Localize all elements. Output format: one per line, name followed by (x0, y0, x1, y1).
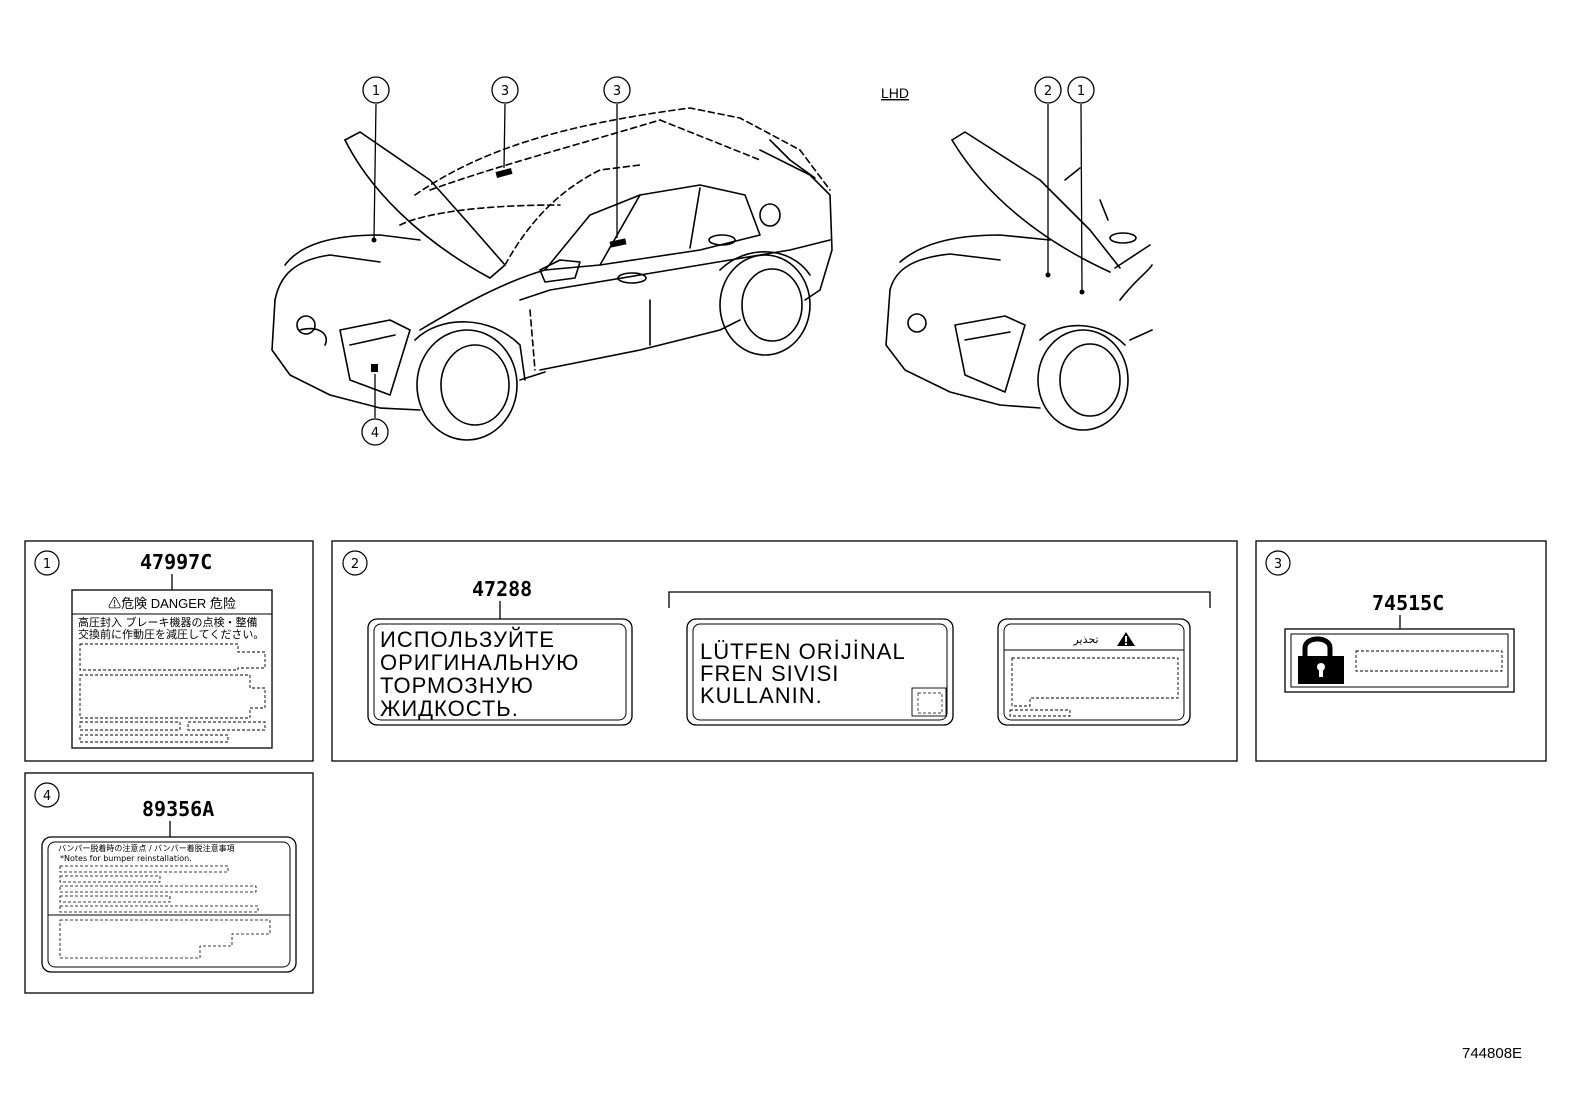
panel-4-text-line2: *Notes for bumper reinstallation. (60, 854, 192, 863)
callout-3b: 3 (613, 84, 621, 99)
panel-1-text-line1: 高圧封入 ブレーキ機器の点検・整備 (78, 615, 258, 629)
panel-2: 2 47288 ИСПОЛЬЗУЙТЕ ОРИГИНАЛЬНУЮ ТОРМОЗН… (331, 540, 1238, 762)
panel-1-index: 1 (43, 557, 51, 572)
callout-numbers: 1 3 3 4 2 1 (371, 84, 1085, 441)
panel-3: 3 74515C (1255, 540, 1547, 762)
callout-1b: 1 (1077, 84, 1085, 99)
panel-3-index: 3 (1274, 557, 1282, 572)
panel-2-tr-line2: FREN SIVISI (700, 661, 839, 686)
callout-2: 2 (1044, 84, 1052, 99)
label-location-markers-lhd (1045, 272, 1085, 295)
panel-4-text-line1: バンパー脱着時の注意点 / バンパー着脱注意事項 (58, 843, 235, 853)
panel-2-part-number: 47288 (472, 577, 532, 601)
callout-4: 4 (371, 426, 379, 441)
panel-2-tr-line1: LÜTFEN ORİJİNAL (700, 639, 906, 664)
lock-icon (1298, 636, 1344, 684)
panel-4: 4 89356A バンパー脱着時の注意点 / バンパー着脱注意事項 *Notes… (24, 772, 314, 994)
panel-2-ru-line3: ТОРМОЗНУЮ (380, 673, 534, 698)
panel-4-index: 4 (43, 789, 51, 804)
label-location-markers-main (371, 168, 627, 372)
panel-2-ru-line1: ИСПОЛЬЗУЙТЕ (380, 627, 555, 652)
callout-3a: 3 (501, 84, 509, 99)
drawing-id: 744808E (1462, 1045, 1522, 1062)
panel-1: 1 47997C ⚠危険 DANGER 危险 高圧封入 ブレーキ機器の点検・整備… (24, 540, 314, 762)
panel-3-part-number: 74515C (1372, 591, 1444, 615)
panel-1-danger-header: ⚠危険 DANGER 危险 (108, 596, 236, 611)
panel-2-index: 2 (351, 557, 359, 572)
panel-1-text-line2: 交換前に作動圧を減圧してください。 (78, 627, 264, 641)
panel-1-part-number: 47997C (140, 550, 212, 574)
callout-bubbles (361, 76, 1095, 446)
vehicle-illustration-main (271, 107, 833, 441)
view-label: LHD (881, 85, 909, 101)
vehicle-illustration-lhd (885, 131, 1153, 431)
panel-2-ru-line4: ЖИДКОСТЬ. (380, 696, 519, 721)
panel-2-ar-header: تحذير (1072, 633, 1098, 646)
callout-1: 1 (372, 84, 380, 99)
warning-triangle-icon (1117, 632, 1135, 646)
panel-4-part-number: 89356A (142, 797, 214, 821)
panel-2-ru-line2: ОРИГИНАЛЬНУЮ (380, 650, 579, 675)
panel-2-tr-line3: KULLANIN. (700, 683, 823, 708)
